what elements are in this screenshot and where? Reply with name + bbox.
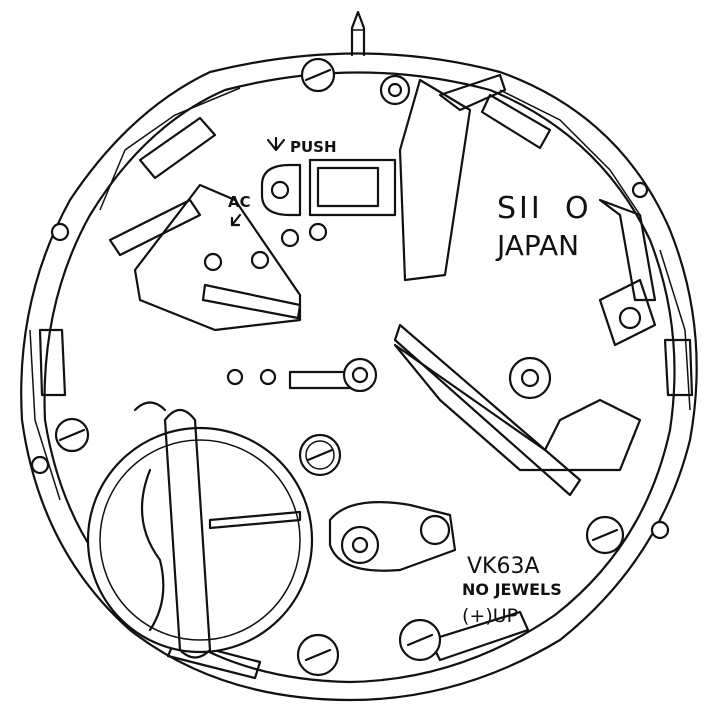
screw [300,57,336,93]
pin-hole [631,181,649,199]
pin-hole [650,520,670,540]
country-label: JAPAN [495,229,579,262]
pin-hole [50,222,70,242]
pin-hole [30,455,50,475]
battery [86,401,314,659]
arrow-diagonal-icon [230,213,242,227]
holes [203,74,642,565]
screw [585,515,625,555]
push-label: PUSH [290,138,337,156]
stem [350,10,366,57]
screw [54,417,90,453]
brand-mark: O [565,191,589,226]
screw [398,618,442,662]
jewels-label: NO JEWELS [462,580,562,599]
arrow-down-icon [266,136,286,152]
push-label-group: PUSH [266,136,337,156]
ac-label-group: AC [228,193,251,227]
screw [298,433,342,477]
screw [296,633,340,677]
ac-label: AC [228,193,251,211]
model-label: VK63A [467,554,540,579]
brand-label: SII [497,191,543,226]
rim-details [30,93,694,680]
switch-block [260,158,397,217]
battery-orientation-label: (+)UP [462,605,518,627]
main-plate [20,52,698,702]
levers [108,73,657,572]
screws [54,57,625,677]
